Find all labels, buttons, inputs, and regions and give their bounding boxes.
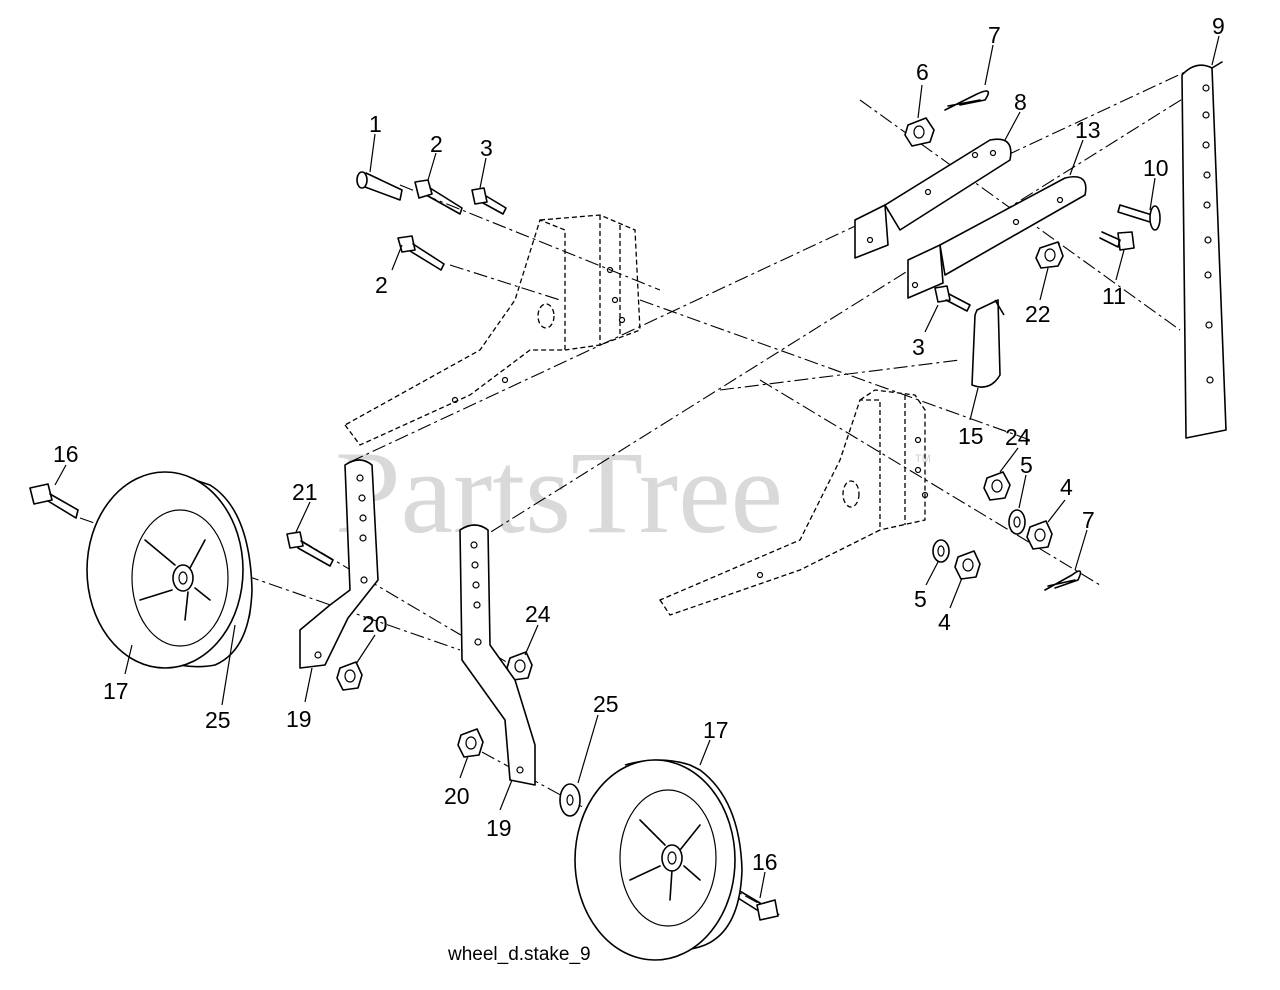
callout-25-right: 25	[593, 691, 619, 717]
wheel-right	[574, 759, 743, 961]
callout-1: 1	[369, 111, 382, 137]
stake-holes	[1202, 84, 1214, 384]
callout-2-upper: 2	[430, 131, 443, 157]
callout-25-left: 25	[205, 707, 231, 733]
nut-22	[1035, 241, 1064, 269]
stake-bracket-lower	[907, 176, 1087, 299]
bolt-16-right	[729, 886, 779, 921]
diagram-caption: wheel_d.stake_9	[447, 944, 591, 965]
callout-24-right: 24	[1005, 424, 1031, 450]
callout-3-right: 3	[912, 334, 925, 360]
callout-20-lower: 20	[444, 783, 470, 809]
depth-stake-bar	[1181, 61, 1227, 439]
callout-16-left: 16	[53, 441, 79, 467]
wheel-left	[86, 471, 253, 669]
screw-3-upper	[471, 187, 507, 215]
callout-5-lower: 5	[914, 586, 927, 612]
leader-lines	[54, 35, 1220, 899]
callout-17-left: 17	[103, 678, 129, 704]
callout-5-right: 5	[1020, 452, 1033, 478]
watermark-text: PartsTree	[335, 427, 783, 558]
screw-2-lower	[397, 235, 445, 271]
callout-4-right: 4	[1060, 474, 1073, 500]
bolt-16-left	[29, 483, 79, 519]
left-tiller-frame	[344, 214, 641, 446]
stake-bracket-upper	[854, 138, 1012, 259]
callout-2-lower: 2	[375, 272, 388, 298]
screw-2-upper	[414, 179, 463, 215]
nut-20-upper	[336, 661, 363, 691]
hairpin-7-lower	[1044, 570, 1082, 591]
callout-11: 11	[1102, 283, 1126, 309]
nut-4-right	[1026, 520, 1053, 550]
callout-17-right: 17	[703, 717, 729, 743]
washer-5-lower	[932, 539, 950, 563]
screw-11	[1099, 231, 1135, 251]
callout-22: 22	[1025, 301, 1051, 327]
washer-25-right	[559, 783, 581, 817]
watermark-tm: TM	[915, 453, 931, 465]
callout-21: 21	[292, 479, 318, 505]
clevis-pin-10	[1117, 204, 1161, 231]
callout-4-lower: 4	[938, 609, 951, 635]
nut-24-right	[983, 471, 1011, 501]
washer-5-right	[1008, 509, 1026, 535]
right-tiller-frame	[659, 389, 929, 616]
callout-13: 13	[1075, 117, 1101, 143]
wheel-bracket-lower	[459, 524, 536, 786]
callout-6: 6	[916, 59, 929, 85]
screw-3-right	[934, 285, 971, 312]
callout-labels: 1 2 2 3 3 4 4 5 5 6 7 7 8 9 10 11 13 15 …	[53, 13, 1225, 875]
callout-7-upper: 7	[988, 22, 1001, 48]
screw-21	[286, 531, 334, 567]
stake-clip	[971, 299, 1005, 388]
callout-19-upper: 19	[286, 706, 312, 732]
callout-9: 9	[1212, 13, 1225, 39]
callout-16-right: 16	[752, 849, 778, 875]
callout-15: 15	[958, 423, 984, 449]
callout-8: 8	[1014, 89, 1027, 115]
callout-19-lower: 19	[486, 815, 512, 841]
callout-10: 10	[1143, 155, 1169, 181]
callout-7-lower: 7	[1082, 507, 1095, 533]
hairpin-7-upper	[944, 90, 990, 111]
bolt-1	[356, 171, 403, 201]
nut-6	[904, 117, 935, 147]
nut-20-lower	[457, 728, 484, 758]
callout-3-upper: 3	[480, 135, 493, 161]
callout-24-left: 24	[525, 601, 551, 627]
callout-20-upper: 20	[362, 611, 388, 637]
wheel-bracket-upper	[299, 459, 379, 669]
watermark: PartsTree TM	[335, 427, 931, 558]
nut-4-lower	[954, 550, 981, 580]
